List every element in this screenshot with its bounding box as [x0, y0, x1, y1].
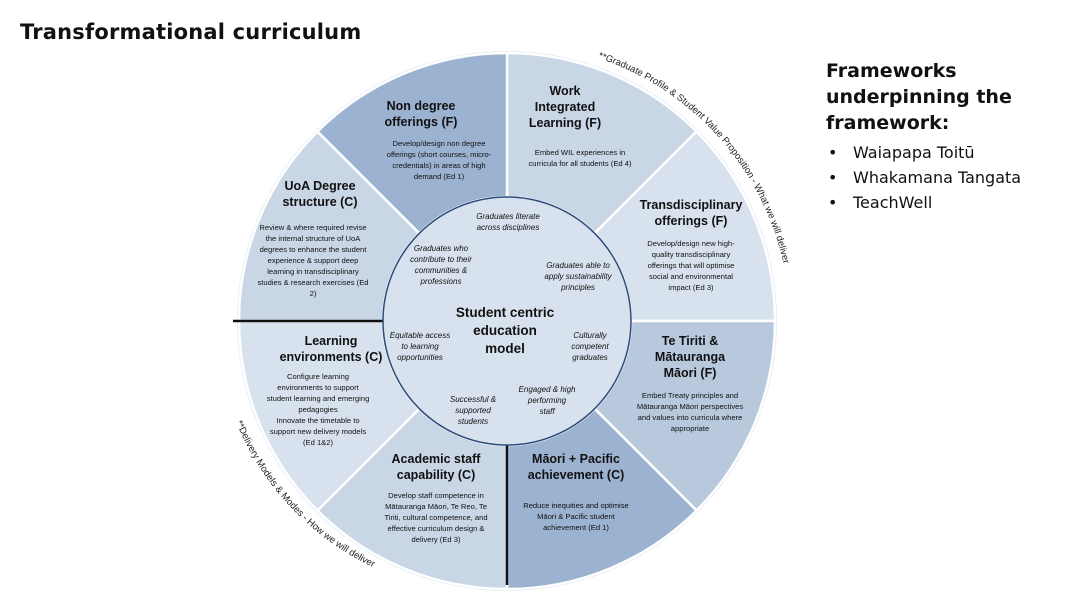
- framework-item-whakamana: Whakamana Tangata: [826, 165, 1056, 190]
- frameworks-list: Waiapapa Toitū Whakamana Tangata TeachWe…: [826, 140, 1056, 215]
- center-circle: [382, 196, 632, 446]
- frameworks-heading-line-2: underpinning the: [826, 86, 1012, 108]
- segment-body-1: Develop/design new high-quality transdis…: [647, 239, 735, 292]
- frameworks-heading-line-3: framework:: [826, 112, 950, 134]
- framework-item-teachwell: TeachWell: [826, 190, 1056, 215]
- framework-item-waiapapa: Waiapapa Toitū: [826, 140, 1056, 165]
- slide-title: Transformational curriculum: [20, 20, 362, 44]
- frameworks-heading: Frameworks underpinning the framework:: [826, 58, 1056, 136]
- frameworks-panel: Frameworks underpinning the framework: W…: [826, 58, 1056, 215]
- frameworks-heading-line-1: Frameworks: [826, 60, 957, 82]
